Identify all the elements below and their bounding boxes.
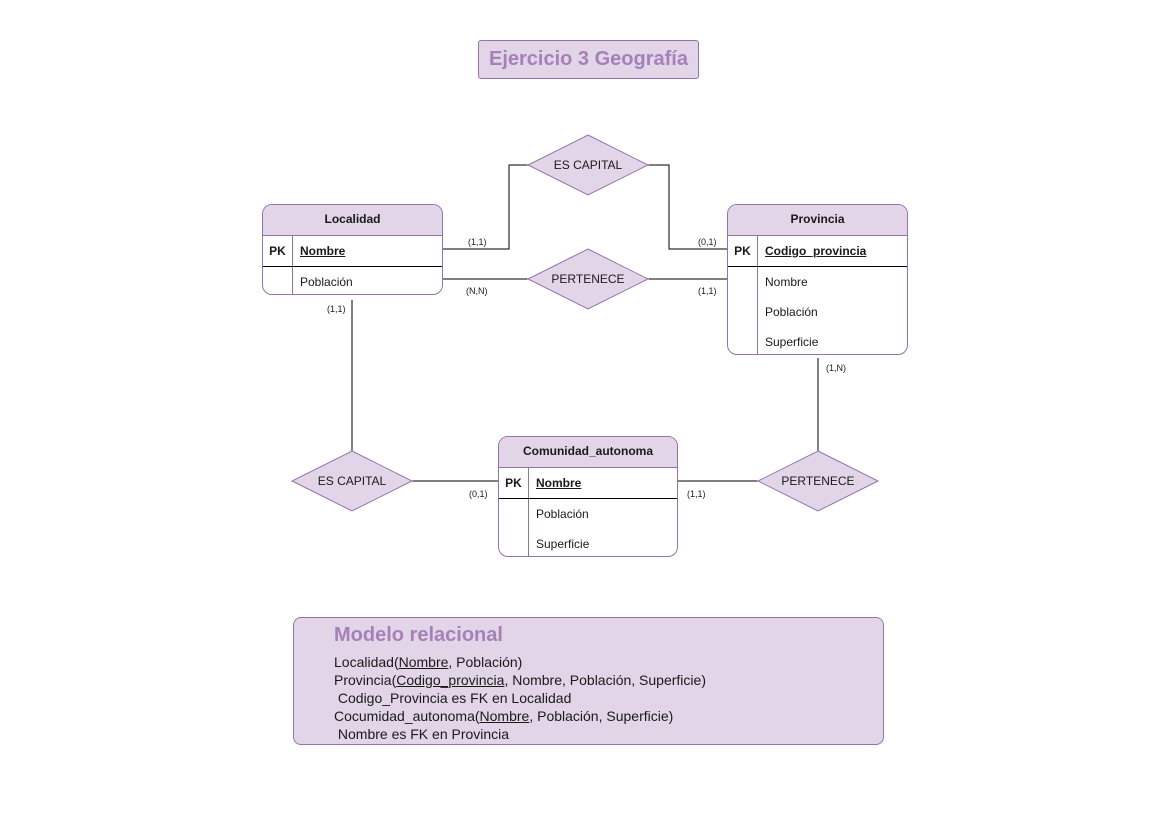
pk-label: PK <box>499 468 529 498</box>
key-cell <box>728 297 758 327</box>
cardinality-provincia-pertenece: (1,1) <box>698 286 717 296</box>
relational-model-line-fk-provincia: Codigo_Provincia es FK en Localidad <box>334 690 572 706</box>
line-rest: , Nombre, Población, Superficie) <box>504 672 706 688</box>
entity-provincia-header: Provincia <box>728 205 907 236</box>
key-cell <box>728 327 758 354</box>
comunidad-pk-attribute: Nombre <box>536 476 582 490</box>
line-key: Nombre <box>479 708 530 724</box>
entity-localidad-header: Localidad <box>263 205 442 236</box>
entity-provincia[interactable]: Provincia PK Codigo_provincia Nombre Pob… <box>727 204 908 355</box>
cardinality-provincia-es-capital: (0,1) <box>698 237 717 247</box>
diagram-title: Ejercicio 3 Geografía <box>478 40 699 79</box>
line-prefix: Localidad( <box>334 654 399 670</box>
provincia-attribute: Población <box>765 305 818 319</box>
relational-model-panel: Modelo relacional Localidad(Nombre, Pobl… <box>293 617 884 745</box>
es-capital-top-label: ES CAPITAL <box>553 158 623 172</box>
cardinality-provincia-pertenece-bottom: (1,N) <box>826 363 846 373</box>
entity-comunidad-pk-row: PK Nombre <box>499 468 677 499</box>
pertenece-bottom-label: PERTENECE <box>781 474 855 488</box>
connector-es-capital-provincia <box>648 164 727 250</box>
connector-localidad-es-capital <box>443 164 528 250</box>
relational-model-title: Modelo relacional <box>334 624 503 646</box>
line-key: Codigo_provincia <box>396 672 505 688</box>
provincia-attribute: Nombre <box>765 275 808 289</box>
provincia-attribute: Superficie <box>765 335 819 349</box>
relational-model-line-fk-comunidad: Nombre es FK en Provincia <box>334 726 510 742</box>
entity-localidad-attr-row: Población <box>263 267 442 294</box>
localidad-pk-attribute: Nombre <box>300 244 346 258</box>
entity-comunidad-attr-row: Población <box>499 499 677 529</box>
relational-model-line-provincia: Provincia(Codigo_provincia, Nombre, Pobl… <box>334 671 706 689</box>
key-cell <box>728 267 758 297</box>
cardinality-comunidad-es-capital: (0,1) <box>469 489 488 499</box>
es-capital-bottom-label: ES CAPITAL <box>317 474 387 488</box>
pk-label: PK <box>263 236 293 266</box>
line-prefix: Cocumidad_autonoma( <box>334 708 480 724</box>
key-cell <box>263 267 293 294</box>
entity-comunidad-header: Comunidad_autonoma <box>499 437 677 468</box>
line-key: Nombre <box>398 654 449 670</box>
cardinality-localidad-es-capital-bottom: (1,1) <box>327 304 346 314</box>
line-prefix: Provincia( <box>334 672 397 688</box>
pertenece-top-diamond <box>526 248 650 310</box>
entity-localidad-pk-row: PK Nombre <box>263 236 442 267</box>
provincia-pk-attribute: Codigo_provincia <box>765 244 867 258</box>
pertenece-bottom-diamond <box>756 450 880 512</box>
line-rest: , Población, Superficie) <box>529 708 674 724</box>
cardinality-comunidad-pertenece: (1,1) <box>687 489 706 499</box>
entity-comunidad-attr-row: Superficie <box>499 529 677 556</box>
relational-model-line-localidad: Localidad(Nombre, Población) <box>334 653 522 671</box>
entity-comunidad-autonoma[interactable]: Comunidad_autonoma PK Nombre Población S… <box>498 436 678 557</box>
line-rest: , Población) <box>448 654 523 670</box>
pertenece-top-label: PERTENECE <box>551 272 625 286</box>
key-cell <box>499 529 529 556</box>
localidad-attribute: Población <box>300 275 353 289</box>
comunidad-attribute: Superficie <box>536 537 590 551</box>
entity-provincia-pk-row: PK Codigo_provincia <box>728 236 907 267</box>
entity-provincia-attr-row: Superficie <box>728 327 907 354</box>
comunidad-attribute: Población <box>536 507 589 521</box>
entity-provincia-attr-row: Nombre <box>728 267 907 297</box>
cardinality-localidad-pertenece: (N,N) <box>466 286 488 296</box>
key-cell <box>499 499 529 529</box>
entity-provincia-attr-row: Población <box>728 297 907 327</box>
es-capital-top-diamond <box>526 134 650 196</box>
cardinality-localidad-es-capital: (1,1) <box>468 237 487 247</box>
entity-localidad[interactable]: Localidad PK Nombre Población <box>262 204 443 295</box>
relational-model-line-comunidad: Cocumidad_autonoma(Nombre, Población, Su… <box>334 707 673 725</box>
es-capital-bottom-diamond <box>290 450 414 512</box>
pk-label: PK <box>728 236 758 266</box>
